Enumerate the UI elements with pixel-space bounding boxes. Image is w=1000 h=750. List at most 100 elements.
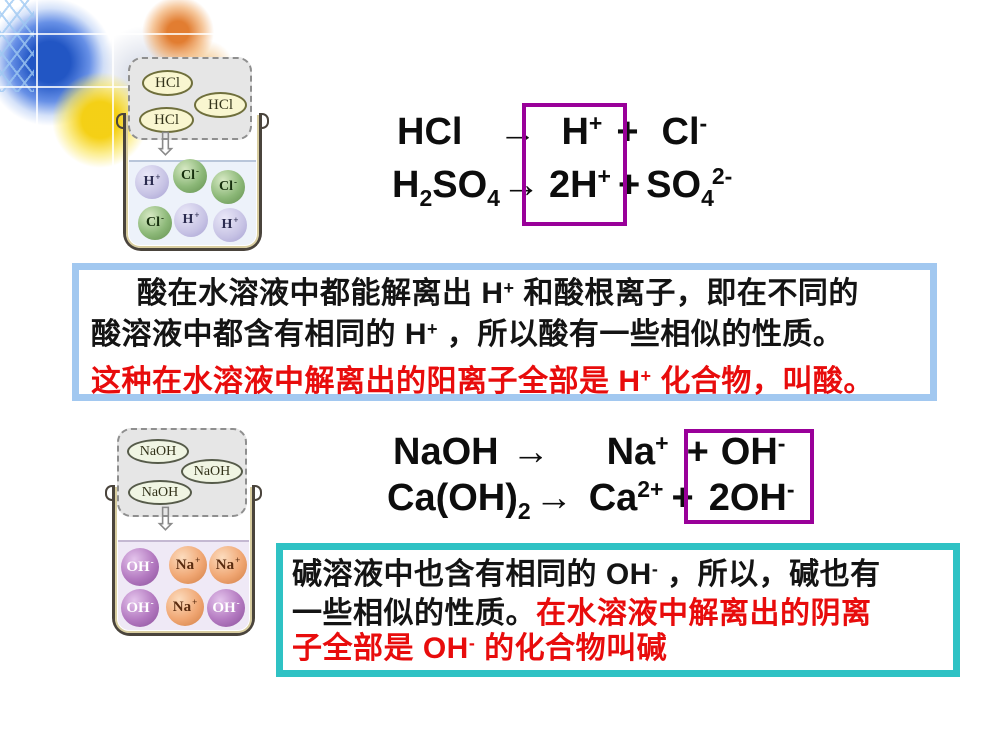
sodium-ion: Na+ bbox=[169, 546, 207, 584]
superscript: - bbox=[699, 110, 708, 136]
plus-sign: + bbox=[671, 477, 694, 519]
note-line-emphasis: 子全部是 OH- 的化合物叫碱 bbox=[292, 631, 945, 670]
ion-charge: + bbox=[195, 555, 201, 565]
ion-label: Na bbox=[215, 556, 235, 573]
naoh-molecule: NaOH bbox=[127, 439, 189, 464]
subscript: 4 bbox=[701, 185, 714, 211]
formula: Cl bbox=[661, 111, 700, 153]
superscript: + bbox=[427, 319, 439, 339]
chloride-ion: Cl- bbox=[138, 206, 172, 240]
hydrogen-ion: H+ bbox=[174, 203, 208, 237]
ion-charge: + bbox=[235, 555, 241, 565]
hydrogen-ion: H+ bbox=[213, 208, 247, 242]
naoh-molecules-callout: NaOH NaOH NaOH bbox=[117, 428, 247, 517]
equation-naoh-dissociation: NaOH → Na+ + OH- bbox=[393, 430, 785, 478]
photo-grid-line bbox=[0, 86, 235, 88]
hcl-molecule: HCl bbox=[142, 70, 193, 96]
product-hydrogen: H+ bbox=[561, 110, 602, 158]
note-text: 子全部是 OH bbox=[292, 632, 469, 665]
note-text: 化合物，叫酸。 bbox=[651, 365, 874, 398]
ion-charge: - bbox=[196, 166, 199, 176]
product-chloride: Cl- bbox=[662, 110, 708, 158]
ion-label: Cl bbox=[146, 215, 160, 230]
hcl-molecules-callout: HCl HCl HCl bbox=[128, 57, 252, 140]
product-hydroxide: OH- bbox=[721, 430, 786, 478]
hcl-molecule: HCl bbox=[139, 107, 194, 133]
ion-charge: - bbox=[161, 213, 164, 223]
formula: SO bbox=[432, 164, 488, 206]
highlight-box-h-ions bbox=[522, 103, 627, 226]
sodium-ion: Na+ bbox=[166, 588, 204, 626]
molecule-label: HCl bbox=[207, 96, 233, 113]
superscript: 2+ bbox=[637, 476, 664, 502]
superscript: + bbox=[655, 430, 669, 456]
subscript: 2 bbox=[517, 498, 531, 524]
equation-hcl-dissociation: H Cl → H+ + Cl- bbox=[397, 110, 707, 158]
molecule-label: NaOH bbox=[141, 484, 179, 500]
hcl-molecule: HCl bbox=[194, 92, 247, 118]
superscript: - bbox=[777, 430, 786, 456]
naoh-molecule: NaOH bbox=[128, 480, 192, 505]
ion-charge: + bbox=[192, 597, 198, 607]
formula: 2OH bbox=[708, 477, 787, 519]
superscript: + bbox=[588, 110, 603, 136]
ion-charge: + bbox=[233, 215, 239, 225]
yields-arrow: → bbox=[511, 431, 550, 473]
note-text: 酸在水溶液中都能解离出 H bbox=[137, 277, 504, 310]
product-calcium: Ca2+ bbox=[589, 476, 664, 524]
ion-label: OH bbox=[126, 599, 150, 616]
note-line: 酸溶液中都含有相同的 H+ ，所以酸有一些相似的性质。 bbox=[91, 316, 920, 357]
note-text: 和酸根离子，即在不同的 bbox=[514, 277, 859, 310]
beaker-glass bbox=[126, 115, 259, 248]
ion-charge: - bbox=[150, 557, 154, 567]
formula: Na bbox=[606, 431, 656, 473]
superscript: + bbox=[640, 366, 652, 386]
note-text: 的化合物叫碱 bbox=[475, 632, 668, 665]
ion-label: Cl bbox=[181, 168, 195, 183]
ion-charge: - bbox=[234, 177, 237, 187]
molecule-label: NaOH bbox=[139, 443, 177, 459]
note-text: 酸溶液中都含有相同的 H bbox=[91, 318, 427, 351]
note-text: 一些相似的性质。 bbox=[292, 597, 536, 630]
ion-label: H bbox=[143, 174, 155, 189]
product-hydroxide: 2OH- bbox=[709, 476, 795, 524]
formula: H bbox=[561, 111, 589, 153]
molecule-label: HCl bbox=[154, 74, 180, 91]
reactant: NaOH bbox=[393, 431, 499, 473]
sodium-ion: Na+ bbox=[209, 546, 247, 584]
formula: Ca(OH) bbox=[387, 477, 518, 519]
note-line-emphasis: 这种在水溶液中解离出的阳离子全部是 H+ 化合物，叫酸。 bbox=[91, 363, 920, 404]
yields-arrow: → bbox=[498, 111, 537, 153]
superscript: + bbox=[503, 278, 515, 298]
note-text: 碱溶液中也含有相同的 OH bbox=[292, 558, 652, 591]
yields-arrow: → bbox=[534, 477, 573, 519]
ion-charge: + bbox=[194, 210, 200, 220]
note-line: 碱溶液中也含有相同的 OH- ，所以，碱也有 bbox=[292, 557, 945, 596]
equation-caoh2-dissociation: Ca(OH)2 → Ca2+ + 2OH- bbox=[387, 476, 795, 524]
superscript: - bbox=[786, 476, 795, 502]
subscript: 2 bbox=[419, 185, 433, 211]
note-text: ，所以，碱也有 bbox=[658, 558, 881, 591]
decorative-lattice bbox=[0, 0, 34, 92]
formula: 2H bbox=[548, 164, 598, 206]
photo-grid-line bbox=[36, 0, 38, 150]
product-hydrogen: 2H+ bbox=[549, 163, 611, 211]
base-summary-box: 碱溶液中也含有相同的 OH- ，所以，碱也有 一些相似的性质。在水溶液中解离出的… bbox=[276, 543, 960, 677]
acid-summary-box: 酸在水溶液中都能解离出 H+ 和酸根离子，即在不同的 酸溶液中都含有相同的 H+… bbox=[72, 263, 937, 401]
ion-label: OH bbox=[212, 599, 236, 616]
formula: H bbox=[392, 164, 420, 206]
superscript: + bbox=[597, 163, 611, 189]
molecule-label: NaOH bbox=[193, 463, 231, 479]
down-arrow-icon: ⇩ bbox=[152, 500, 179, 538]
yields-arrow: → bbox=[501, 164, 540, 206]
highlight-box-oh-ions bbox=[684, 429, 814, 524]
chloride-ion: Cl- bbox=[211, 170, 245, 204]
subscript: 4 bbox=[487, 185, 500, 211]
hydroxide-ion: OH- bbox=[121, 589, 159, 627]
ion-label: H bbox=[182, 212, 194, 227]
formula: OH bbox=[720, 431, 778, 473]
ion-charge: + bbox=[155, 172, 161, 182]
note-line: 一些相似的性质。在水溶液中解离出的阴离 bbox=[292, 596, 945, 631]
ion-label: Na bbox=[175, 556, 195, 573]
